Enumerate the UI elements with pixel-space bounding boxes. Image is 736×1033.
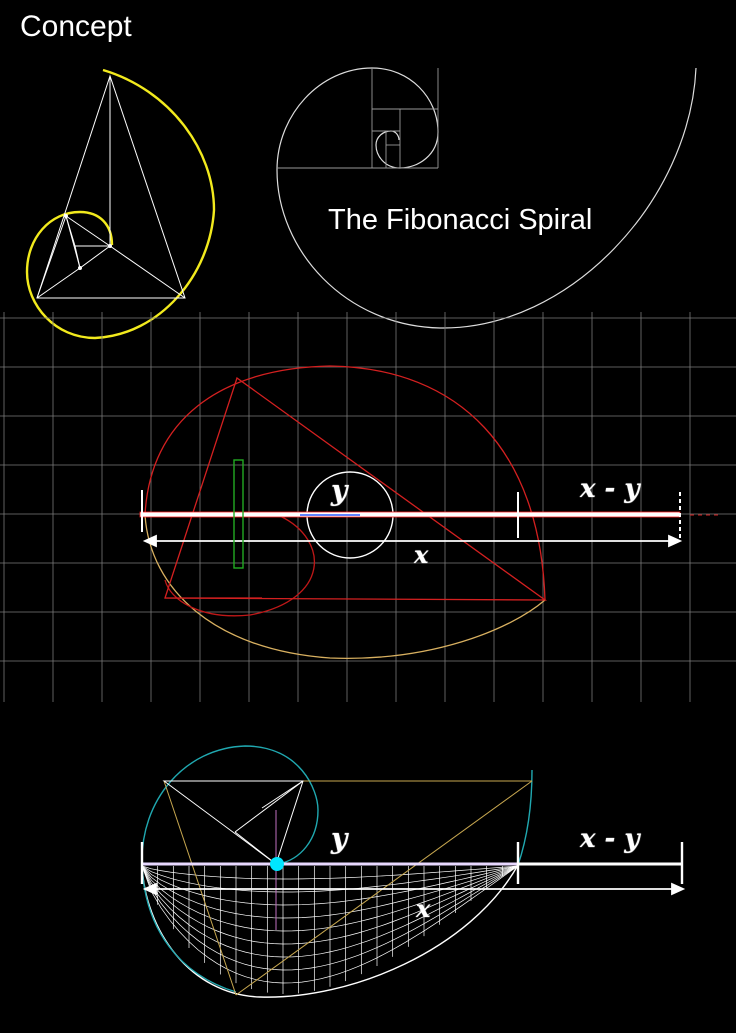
yellow-triangles [36,74,186,299]
bowl-mesh-line-horizontal [141,865,519,893]
yellow-figure-points [64,214,112,270]
bowl-mesh-line-horizontal [141,865,519,945]
bowl-triangles [162,780,304,865]
fibonacci-spiral-curve [276,67,697,329]
bowl-x-arrow [142,882,686,896]
bowl-segment-ticks [140,842,684,884]
bowl-mesh-line-horizontal [141,865,519,880]
orange-outer-curve [144,514,546,659]
segment-ticks [141,490,681,538]
label-x-grid: x [414,540,429,569]
concept-title: Concept [20,10,132,43]
label-y-grid: y [331,474,348,507]
bowl-mesh-line-horizontal [141,865,519,971]
segment-x-bar [139,511,681,518]
bowl-mesh-line-horizontal [141,865,519,958]
label-y-bowl: y [331,822,348,855]
bowl-diagram [140,745,686,998]
bowl-mesh-line-horizontal [141,865,519,906]
x-dimension-arrow [142,534,683,548]
fibonacci-spiral-title: The Fibonacci Spiral [328,204,593,236]
label-x-minus-y-bowl: x - y [580,824,640,854]
red-triangle [164,376,548,601]
grid-diagram [139,365,720,659]
bowl-mesh-line-horizontal [141,865,519,984]
yellow-spiral-figure [25,68,216,340]
label-x-minus-y-grid: x - y [580,474,640,504]
green-rectangle [233,459,244,569]
cyan-spiral-curve [141,745,533,993]
yellow-spiral-curve [25,68,216,340]
label-x-bowl: x [416,894,431,923]
fibonacci-spiral-figure [276,67,697,329]
bowl-outline [141,864,519,998]
cyan-center-dot [270,857,284,871]
fibonacci-golden-rectangles [277,68,439,169]
bowl-mesh [141,865,519,994]
grid-background [0,312,736,702]
bowl-mesh-line-horizontal [141,865,519,919]
red-outer-curve [144,365,546,601]
